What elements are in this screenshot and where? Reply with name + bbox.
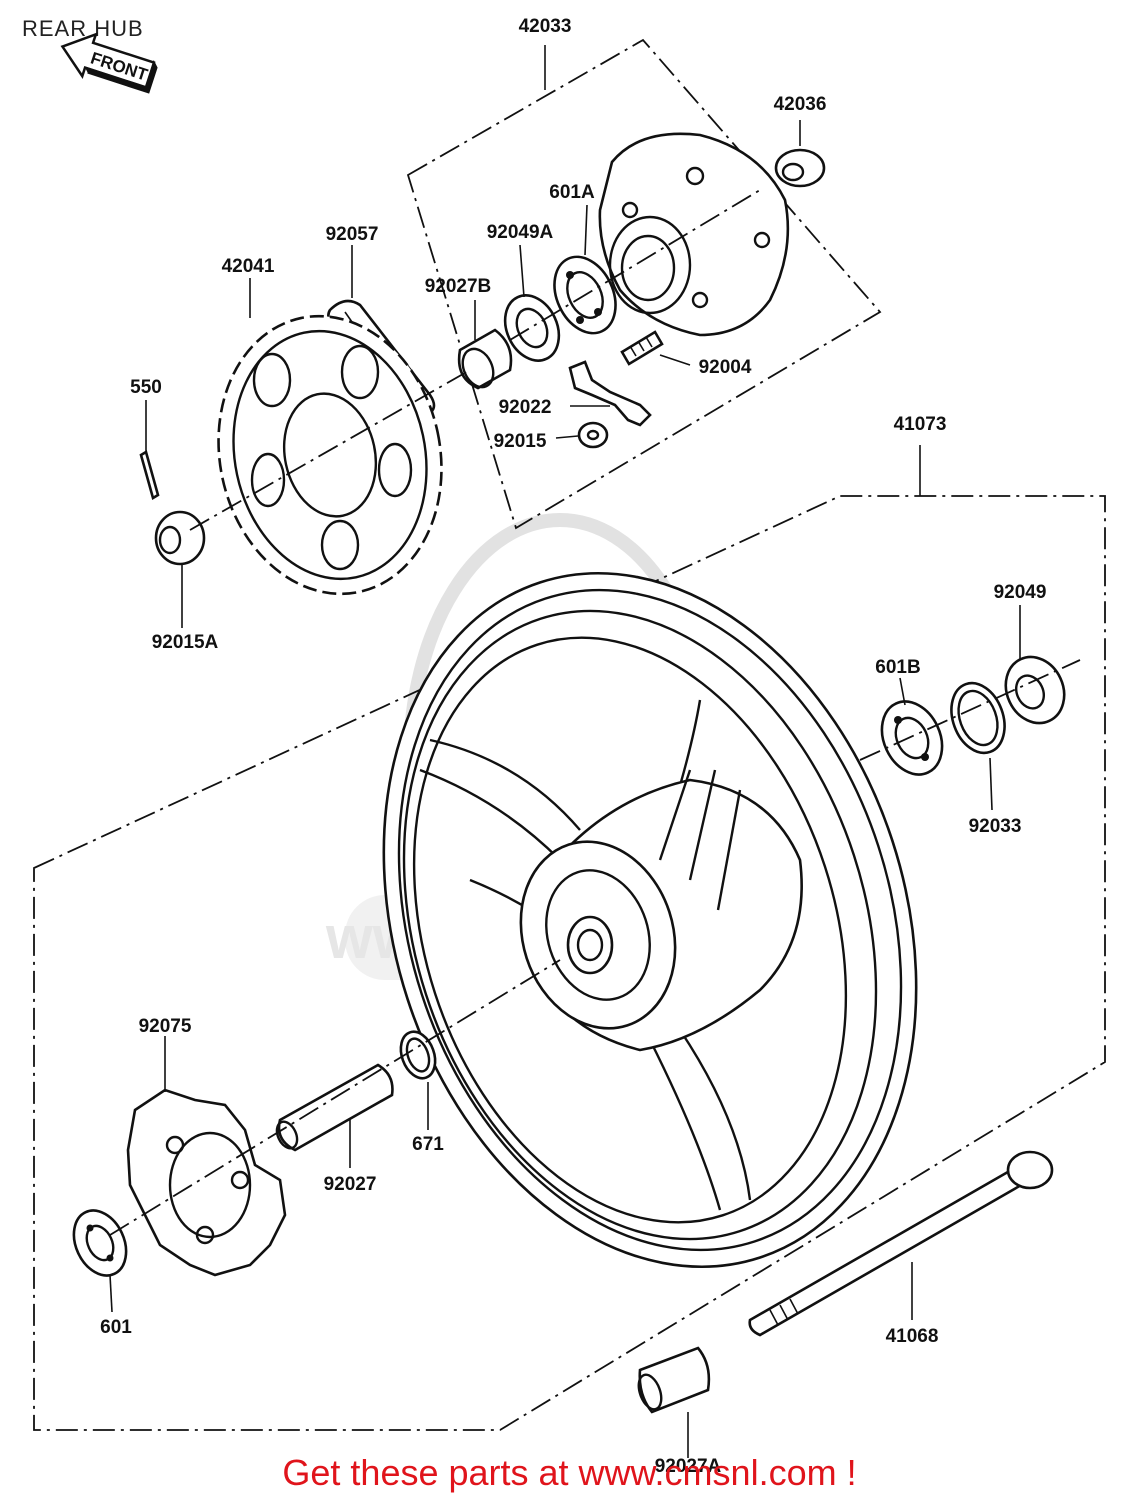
circlip-671: [399, 1030, 437, 1080]
label-92075: 92075: [139, 1016, 192, 1037]
castle-nut-92015A: [154, 510, 206, 566]
seal-92049A: [503, 294, 561, 362]
label-42033: 42033: [519, 16, 572, 37]
sprocket-42041: [217, 314, 443, 596]
wheel-41073: [382, 572, 918, 1268]
label-92022: 92022: [499, 397, 552, 418]
label-42036: 42036: [774, 94, 827, 115]
collar-92027B: [457, 328, 513, 390]
axis-lower: [109, 959, 561, 1236]
label-601A: 601A: [549, 182, 595, 203]
bearing-601B: [880, 700, 944, 776]
damper-92075: [126, 1088, 287, 1277]
label-41068: 41068: [886, 1326, 939, 1347]
label-92049A: 92049A: [487, 222, 554, 243]
label-92057: 92057: [326, 224, 379, 245]
wheel-group-boundary: [33, 495, 1106, 1431]
label-92015: 92015: [494, 431, 547, 452]
collar-92027A: [637, 1346, 711, 1414]
axle-41068: [748, 1150, 1054, 1337]
circlip-92033: [950, 681, 1006, 755]
hub-group-boundary: [406, 38, 882, 530]
label-671: 671: [412, 1134, 444, 1155]
label-42041: 42041: [222, 256, 275, 277]
spacer-92027: [275, 1063, 394, 1152]
page-title: REAR HUB: [22, 16, 144, 41]
label-601B: 601B: [875, 657, 920, 678]
axis-right: [859, 659, 1081, 761]
label-92027: 92027: [324, 1174, 377, 1195]
label-550: 550: [130, 377, 162, 398]
label-92015A: 92015A: [152, 632, 219, 653]
label-92027B: 92027B: [425, 276, 492, 297]
front-arrow: FRONT: [60, 32, 158, 94]
label-92049: 92049: [994, 582, 1047, 603]
label-92027A: 92027A: [655, 1456, 722, 1477]
axis-upper: [189, 369, 471, 531]
label-601: 601: [100, 1317, 132, 1338]
leader-lines: [109, 120, 1021, 1458]
footer-link[interactable]: Get these parts at www.cmsnl.com !: [282, 1452, 857, 1493]
axis-hub: [509, 189, 761, 341]
hub-flange: [598, 132, 790, 337]
label-92004: 92004: [699, 357, 752, 378]
bearing-601: [72, 1209, 128, 1277]
lock-plate-92022: [568, 360, 652, 427]
seal-92049: [1004, 655, 1066, 725]
label-41073: 41073: [894, 414, 947, 435]
nut-92015: [577, 421, 609, 449]
cotter-pin-550: [139, 450, 160, 500]
stud-92004: [620, 330, 664, 366]
label-92033: 92033: [969, 816, 1022, 837]
collar-42036: [774, 148, 826, 188]
